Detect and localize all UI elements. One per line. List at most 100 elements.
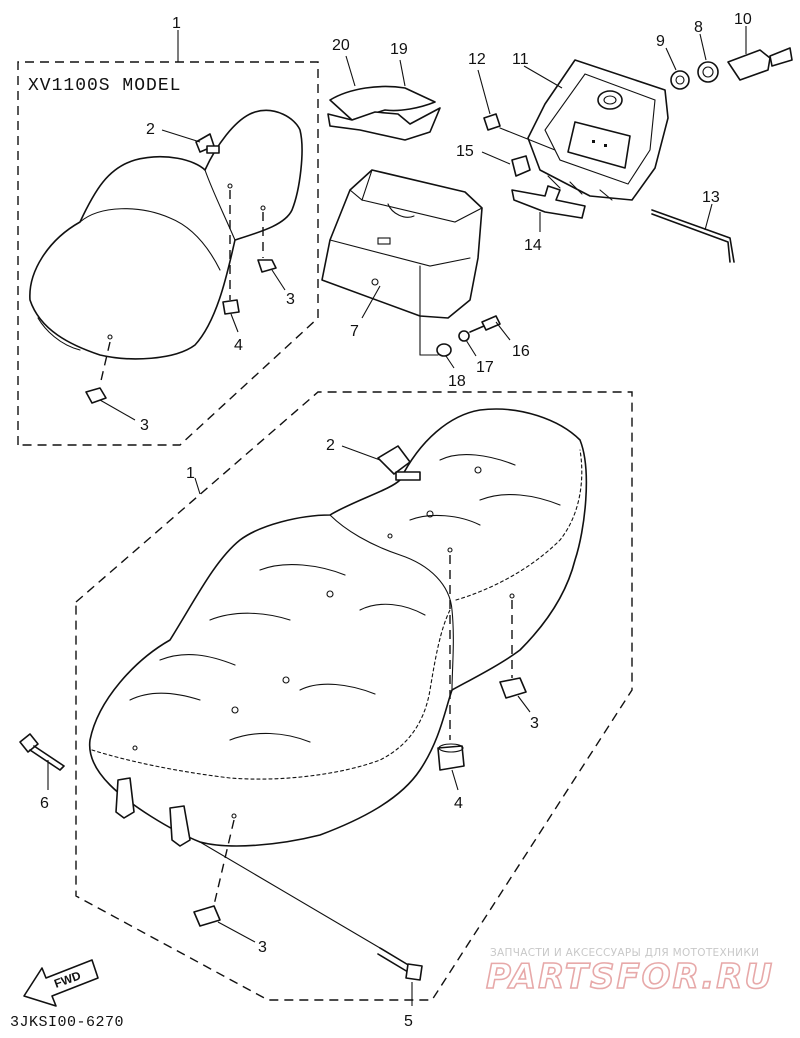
seat-bracket-front [115,777,135,819]
seat-button [326,590,334,598]
main-dashed-border [75,391,633,1001]
storage-case-rim [361,199,483,223]
main-nut-bottom [193,905,221,927]
rod-part-13 [651,209,735,263]
leader-3-main-a [517,695,531,713]
watermark-brand: PARTSFOR.RU [486,957,774,997]
inset-seat [29,109,303,360]
lid-window [567,121,631,169]
main-seat-assembly: 1 2 3 [19,391,633,1030]
watermark-tagline: ЗАПЧАСТИ И АКСЕССУАРЫ ДЛЯ МОТОТЕХНИКИ [490,947,759,959]
inset-seat-outline [29,109,303,360]
seat-tufting-lines [129,454,561,743]
main-damper [437,745,465,771]
callout-14: 14 [524,237,542,254]
leader-3-main-b [217,921,256,943]
callout-11: 11 [512,51,529,68]
leader-4-main [451,769,459,791]
lock-key [769,47,793,67]
bolt-5-head [405,963,423,981]
storage-case-part-7 [321,169,483,319]
lid-window-mark [604,144,607,147]
bracket-part-12 [483,113,501,131]
washer-hole [675,75,685,85]
callout-12: 12 [468,51,486,68]
leader-3-box-b [99,399,136,421]
seat-step-line [329,514,453,611]
storage-case-slot [377,237,391,245]
washer-part-17 [458,330,470,342]
leader-13 [704,203,713,231]
leader-9 [665,47,677,71]
bolt-6-head [19,733,39,753]
lid-lock-hole [597,90,623,110]
callout-3-main-a: 3 [530,715,539,732]
fwd-arrow-icon [23,959,99,1007]
storage-lid-inner [544,73,656,185]
callout-10: 10 [734,11,752,28]
inset-dashed-border [17,61,319,446]
inset-stud-line [99,341,111,386]
lid-window-mark [592,140,595,143]
seat-stitch-front [91,609,451,780]
callout-16: 16 [512,343,530,360]
nut-part-8 [697,61,719,83]
callout-18: 18 [448,373,466,390]
callout-2-main: 2 [326,437,335,454]
inset-seat-step [204,169,236,241]
seat-stud-hole [132,745,138,751]
inset-nut-bottom [85,387,107,404]
leader-2-box [161,129,201,143]
callout-6: 6 [40,795,49,812]
callout-19: 19 [390,41,408,58]
leader-17 [465,339,477,357]
callout-20: 20 [332,37,350,54]
seat-stitch-rear [455,449,583,601]
leader-7 [361,285,381,319]
washer-part-9 [670,70,690,90]
callout-2-box: 2 [146,121,155,138]
strap-holder-part-20 [329,85,436,121]
main-nut-right [499,677,527,699]
inset-title: XV1100S MODEL [28,76,181,96]
callout-5: 5 [404,1013,413,1030]
seat-stud-hole [387,533,393,539]
drawing-code: 3JKSI00-6270 [10,1014,124,1031]
storage-assembly: 20 19 7 11 12 15 [321,11,793,390]
cap-part-15 [511,155,531,177]
seat-button [474,466,482,474]
callout-15: 15 [456,143,474,160]
leader-20 [345,55,356,87]
leader-8 [699,33,707,61]
lock-cylinder-part-10 [727,49,771,81]
bolt-5-shank [377,947,411,973]
lid-lock-inner [603,95,617,105]
callout-3-box-a: 3 [286,291,295,308]
callout-1-main: 1 [186,465,195,482]
inset-damper [222,299,240,315]
seat-button [426,510,434,518]
callout-17: 17 [476,359,494,376]
inset-nut-right [257,259,277,273]
callout-7: 7 [350,323,359,340]
inset-seat-edge [37,317,81,351]
storage-case-mid [329,239,471,267]
leader-2-main [341,445,381,461]
leader-11 [523,65,563,89]
callout-4-main: 4 [454,795,463,812]
callout-4-box: 4 [234,337,243,354]
callout-9: 9 [656,33,665,50]
inset-seat-seam [79,208,221,271]
leader-3-box-a [271,269,286,291]
leader-15 [481,151,511,165]
inset-stud-hole [227,183,233,189]
bolt-head-part-16 [481,315,501,331]
callout-1-box: 1 [172,15,181,32]
callout-13: 13 [702,189,720,206]
main-strap-tag [395,471,421,481]
seat-button [282,676,290,684]
bolt-shank [469,325,485,333]
hinge-bracket-part-14 [511,185,586,219]
seat-stud-hole [447,547,453,553]
